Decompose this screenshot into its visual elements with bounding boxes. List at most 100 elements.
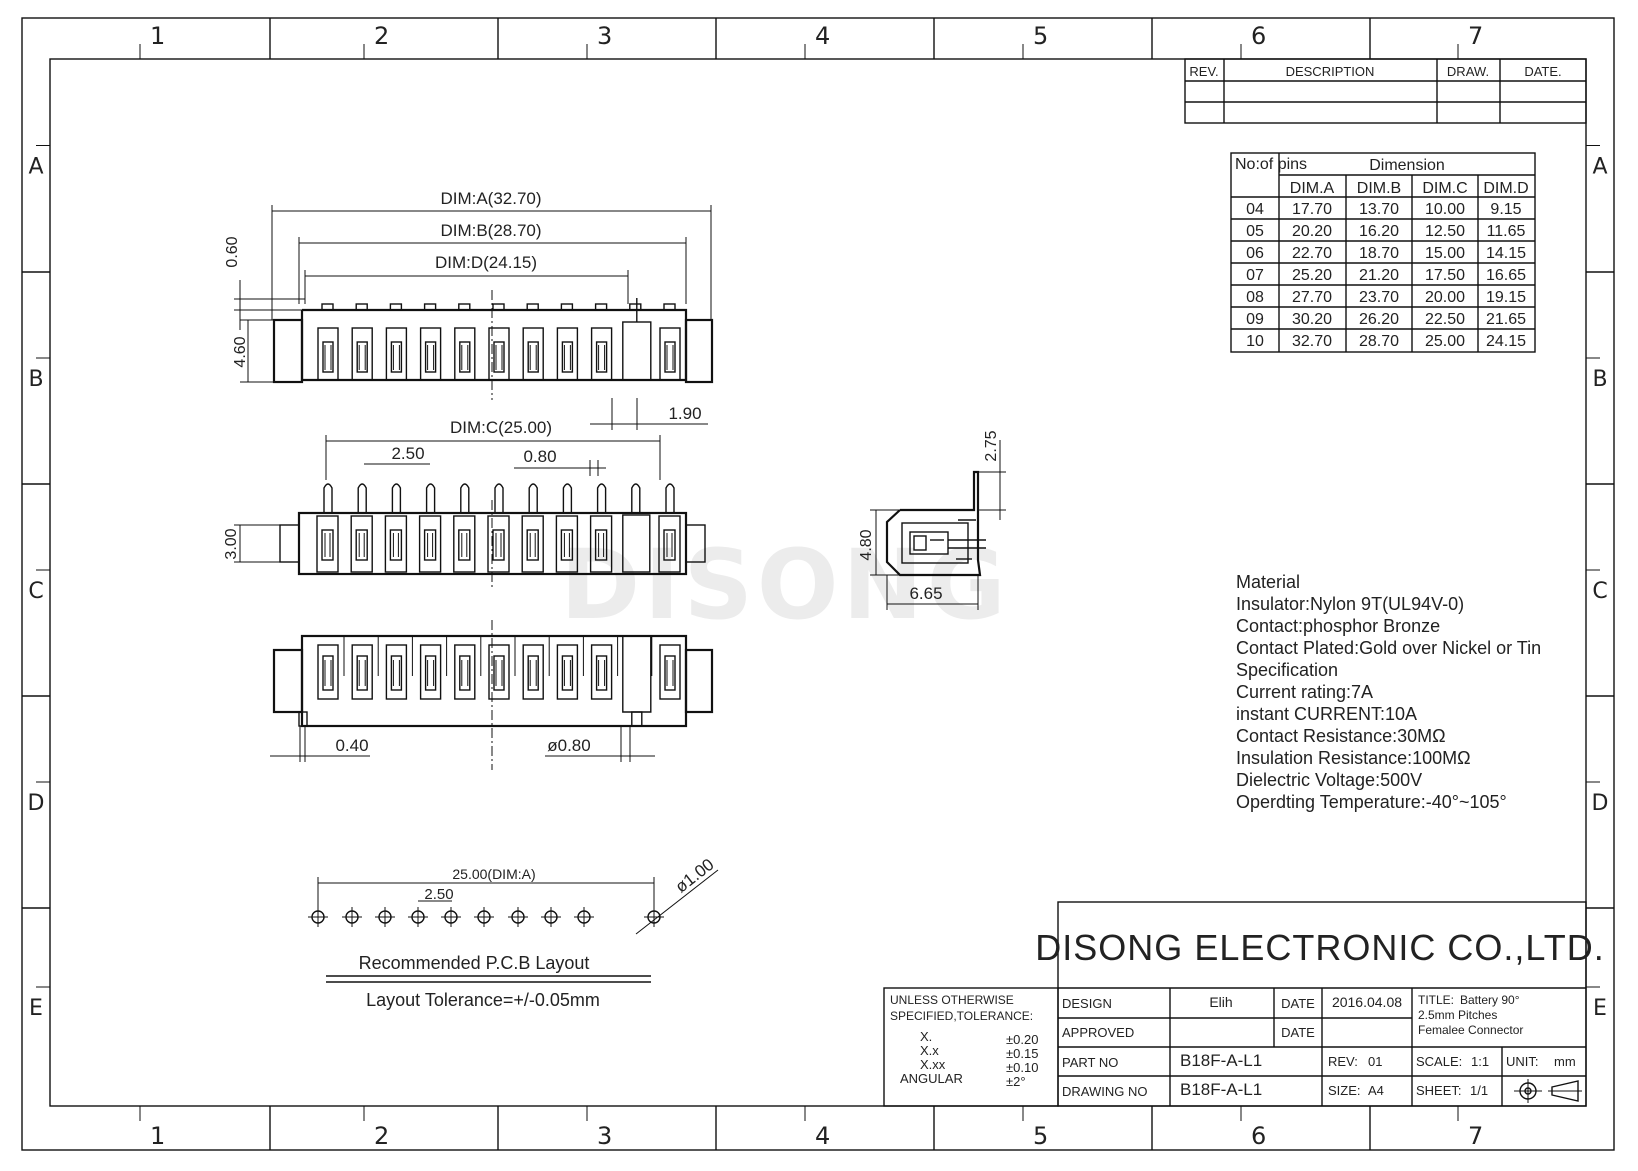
dim-table-cell: 05 (1246, 223, 1264, 240)
pcb-total-dim: 25.00(DIM:A) (452, 866, 535, 882)
zone-row-label-B: B (28, 367, 43, 392)
bottom-view: 0.40 ø0.80 (270, 620, 714, 770)
drawing-no-value: B18F-A-L1 (1180, 1080, 1262, 1099)
dimension-table: No:of pins Dimension DIM.A DIM.B DIM.C D… (1230, 152, 1536, 353)
dim-460-label: 4.60 (232, 336, 249, 367)
title-label: TITLE: (1418, 993, 1454, 1007)
dim-b-header: DIM.B (1357, 180, 1401, 197)
zone-col-label-2: 2 (374, 22, 389, 50)
material-line: Current rating:7A (1236, 682, 1373, 702)
design-label: DESIGN (1062, 996, 1112, 1011)
zone-col-label-5: 5 (1033, 22, 1048, 50)
dim-b-label: DIM:B(28.70) (440, 221, 541, 240)
material-line: Specification (1236, 660, 1338, 680)
tolerance-label: ANGULAR (900, 1071, 963, 1086)
dim-table-cell: 21.20 (1359, 267, 1399, 284)
title-line3: Femalee Connector (1418, 1023, 1523, 1037)
dim-250-label: 2.50 (391, 444, 424, 463)
dim-table-cell: 12.50 (1425, 223, 1465, 240)
zone-row-label-D: D (28, 791, 45, 816)
dim-table-cell: 26.20 (1359, 311, 1399, 328)
dim-190-label: 1.90 (668, 404, 701, 423)
pins-header: No:of pins (1235, 156, 1307, 173)
sheet-value: 1/1 (1470, 1083, 1488, 1098)
tolerance-line1: UNLESS OTHERWISE (890, 993, 1014, 1007)
dim-table-cell: 13.70 (1359, 201, 1399, 218)
tolerance-block: UNLESS OTHERWISE SPECIFIED,TOLERANCE: X.… (883, 987, 1059, 1107)
size-label: SIZE: (1328, 1083, 1361, 1098)
material-line: Contact Resistance:30MΩ (1236, 726, 1446, 746)
tolerance-value: ±0.10 (1006, 1060, 1038, 1075)
dim-table-cell: 10 (1246, 333, 1264, 350)
dim-table-cell: 16.20 (1359, 223, 1399, 240)
design-value: Elih (1209, 994, 1232, 1010)
rev-header: REV. (1189, 64, 1218, 79)
part-no-label: PART NO (1062, 1055, 1118, 1070)
material-line: Operdting Temperature:-40°~105° (1236, 792, 1507, 812)
material-line: instant CURRENT:10A (1236, 704, 1417, 724)
revision-table: REV. DESCRIPTION DRAW. DATE. (1184, 58, 1587, 124)
dim-table-cell: 11.65 (1487, 223, 1526, 240)
dim-060-label: 0.60 (224, 236, 241, 267)
zone-col-label-1: 1 (150, 22, 165, 50)
date-header: DATE. (1524, 64, 1561, 79)
dim-table-cell: 15.00 (1425, 245, 1465, 262)
zone-col-label-3: 3 (597, 1122, 612, 1150)
dim-table-cell: 14.15 (1486, 245, 1526, 262)
dim-665-label: 6.65 (909, 584, 942, 603)
top-view: DIM:A(32.70) DIM:B(28.70) DIM:D(24.15) 0… (224, 189, 714, 430)
watermark: DISONG (560, 529, 1009, 641)
dim-table-cell: 28.70 (1359, 333, 1399, 350)
tolerance-label: X.x (920, 1043, 939, 1058)
tolerance-value: ±0.15 (1006, 1046, 1038, 1061)
material-line: Contact:phosphor Bronze (1236, 616, 1440, 636)
sheet-label: SHEET: (1416, 1083, 1462, 1098)
unit-value: mm (1554, 1054, 1576, 1069)
zone-row-label-B: B (1592, 367, 1607, 392)
dim-table-cell: 10.00 (1425, 201, 1465, 218)
outer-frame (21, 17, 1615, 1151)
zone-row-label-C: C (1592, 579, 1607, 604)
draw-header: DRAW. (1447, 64, 1489, 79)
dim-table-cell: 09 (1246, 311, 1264, 328)
dim-table-cell: 23.70 (1359, 289, 1399, 306)
zone-col-label-4: 4 (815, 22, 830, 50)
pcb-pitch-dim: 2.50 (424, 886, 453, 903)
unit-label: UNIT: (1506, 1054, 1539, 1069)
dim-phi080-label: ø0.80 (547, 736, 590, 755)
rev-value: 01 (1368, 1054, 1382, 1069)
zone-col-label-6: 6 (1251, 1122, 1266, 1150)
zone-row-label-D: D (1592, 791, 1609, 816)
rev-label: REV: (1328, 1054, 1358, 1069)
zone-row-label-C: C (28, 579, 43, 604)
dim-275-label: 2.75 (983, 430, 1000, 461)
material-line: Contact Plated:Gold over Nickel or Tin (1236, 638, 1541, 658)
dim-table-cell: 17.50 (1425, 267, 1465, 284)
scale-value: 1:1 (1471, 1054, 1489, 1069)
description-header: DESCRIPTION (1286, 64, 1375, 79)
title-block: DISONG ELECTRONIC CO.,LTD. DESIGN Elih D… (1035, 901, 1604, 1107)
dim-table-cell: 04 (1246, 201, 1264, 218)
dim-table-cell: 19.15 (1486, 289, 1526, 306)
tolerance-label: X. (920, 1029, 932, 1044)
zone-row-label-A: A (28, 155, 43, 180)
dim-table-cell: 22.50 (1425, 311, 1465, 328)
tolerance-value: ±2° (1006, 1074, 1026, 1089)
date-value: 2016.04.08 (1332, 994, 1402, 1010)
dim-480-label: 4.80 (858, 529, 875, 560)
dim-table-cell: 07 (1246, 267, 1264, 284)
drawing-no-label: DRAWING NO (1062, 1084, 1147, 1099)
zone-col-label-3: 3 (597, 22, 612, 50)
dimension-group-header: Dimension (1369, 157, 1445, 174)
dim-table-cell: 25.20 (1292, 267, 1332, 284)
zone-ticks (22, 18, 1614, 1150)
dim-a-header: DIM.A (1290, 180, 1335, 197)
zone-row-label-E: E (1593, 996, 1607, 1021)
material-line: Insulation Resistance:100MΩ (1236, 748, 1471, 768)
dim-table-cell: 06 (1246, 245, 1264, 262)
title-line2: 2.5mm Pitches (1418, 1008, 1497, 1022)
dim-080-label: 0.80 (523, 447, 556, 466)
zone-col-label-4: 4 (815, 1122, 830, 1150)
dim-table-cell: 24.15 (1486, 333, 1526, 350)
